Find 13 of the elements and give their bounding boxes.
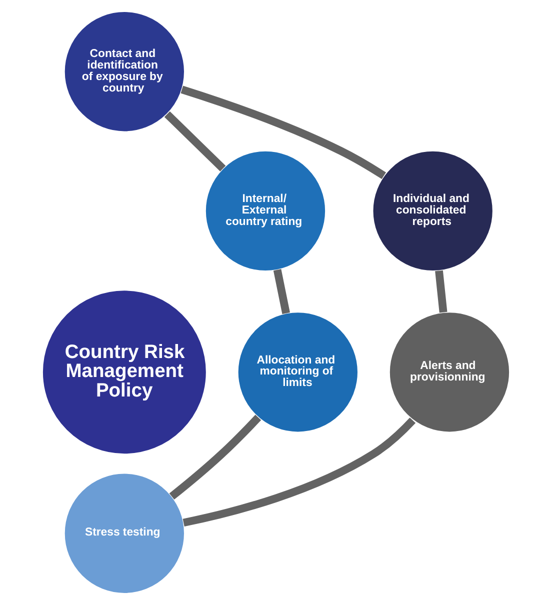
connector: [169, 414, 262, 500]
connector: [164, 111, 226, 172]
node-circle: Contact and identification of exposure by country: [64, 11, 185, 132]
connector: [182, 418, 416, 527]
node-circle: Country Risk Management Policy: [42, 290, 207, 455]
connector: [435, 270, 448, 313]
node-circle: Stress testing: [64, 472, 185, 594]
connector: [180, 86, 386, 180]
node-circle: Allocation and monitoring of limits: [237, 312, 358, 433]
node-circle: Internal/ External country rating: [205, 150, 326, 272]
node-circle: Individual and consolidated reports: [372, 150, 494, 272]
node-circle: Alerts and provisionning: [389, 312, 510, 433]
connector: [273, 269, 290, 314]
